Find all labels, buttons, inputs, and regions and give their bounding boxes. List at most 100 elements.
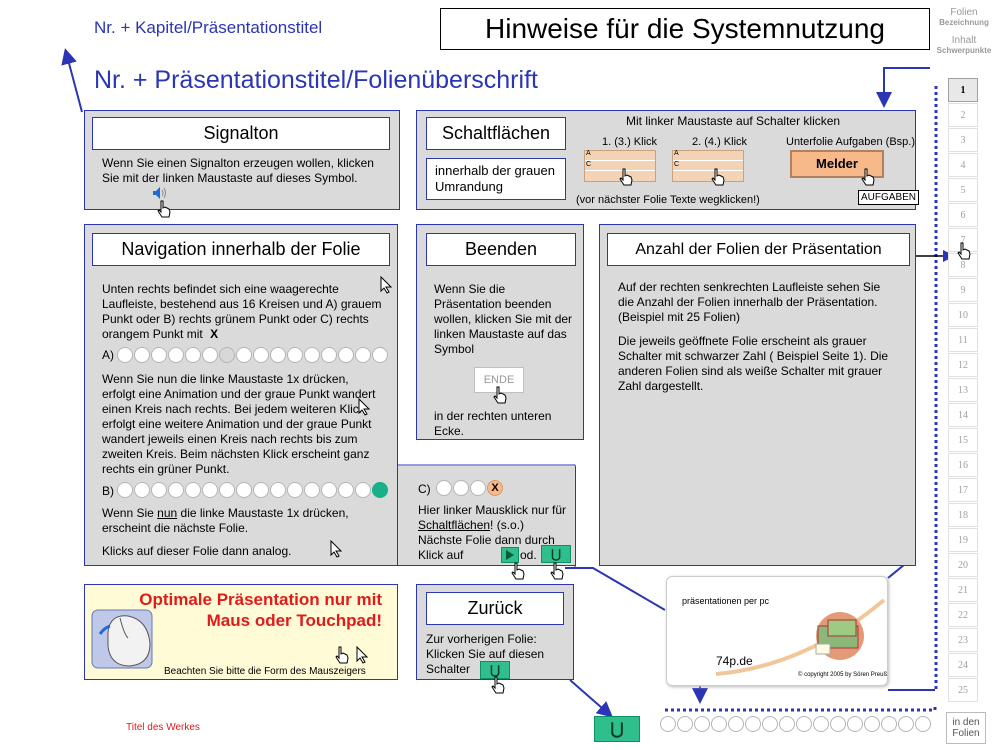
slide-button-19[interactable]: 19: [948, 528, 978, 552]
melder-label: Melder: [816, 156, 858, 171]
navigation-p3-nun: nun: [157, 506, 178, 520]
slide-button-2[interactable]: 2: [948, 103, 978, 127]
progress-circle: [253, 482, 269, 498]
slide-button-13[interactable]: 13: [948, 378, 978, 402]
bezeichnung-label: Bezeichnung: [939, 18, 989, 27]
navigation-p1-text: Unten rechts befindet sich eine waagerec…: [102, 282, 382, 341]
aufgaben-tooltip: AUFGABEN: [858, 190, 920, 205]
folien-bezeichnung-button[interactable]: Folien Bezeichnung: [934, 8, 994, 32]
example-button-1[interactable]: [584, 150, 656, 182]
hand-cursor-icon: [156, 200, 172, 218]
anzahl-p1: Auf der rechten senkrechten Laufleiste s…: [618, 280, 881, 324]
beenden-text: Wenn Sie die Präsentation beenden wollen…: [434, 282, 573, 356]
slide-button-21[interactable]: 21: [948, 578, 978, 602]
schwerpunkte-label: Schwerpunkte: [936, 46, 992, 55]
slide-button-11[interactable]: 11: [948, 328, 978, 352]
progress-circle: [134, 482, 150, 498]
speaker-icon[interactable]: [152, 186, 168, 200]
slide-button-18[interactable]: 18: [948, 503, 978, 527]
anzahl-title: Anzahl der Folien der Präsentation: [607, 233, 910, 266]
schaltflaechen-subtitle: innerhalb der grauen Umrandung: [426, 158, 566, 200]
slide-button-22[interactable]: 22: [948, 603, 978, 627]
c-text-2: ! (s.o.) Nächste Folie dann durch Klick …: [418, 518, 555, 562]
progress-circle: [202, 347, 218, 363]
slide-button-16[interactable]: 16: [948, 453, 978, 477]
slide-button-6[interactable]: 6: [948, 203, 978, 227]
slide-button-9[interactable]: 9: [948, 278, 978, 302]
progress-circle: [847, 716, 863, 732]
return-icon: ⋃: [490, 663, 500, 677]
bottom-return-button[interactable]: ⋃: [594, 716, 640, 742]
progress-circle: [796, 716, 812, 732]
progress-circle: [202, 482, 218, 498]
progress-circle: [117, 482, 133, 498]
play-button[interactable]: [501, 547, 519, 563]
slide-button-3[interactable]: 3: [948, 128, 978, 152]
main-title: Hinweise für die Systemnutzung: [440, 8, 930, 50]
arrow-cursor-icon: [358, 397, 372, 416]
progress-circle: [185, 347, 201, 363]
navigation-p3-post: die linke Maustaste 1x drücken, erschein…: [102, 506, 349, 535]
progress-circle: [355, 347, 371, 363]
slide-button-23[interactable]: 23: [948, 628, 978, 652]
progress-circle: [253, 347, 269, 363]
beenden-title: Beenden: [426, 233, 576, 266]
logo-brand: 74p.de: [716, 654, 753, 668]
progress-circle: [134, 347, 150, 363]
progress-circle: [830, 716, 846, 732]
slide-button-15[interactable]: 15: [948, 428, 978, 452]
unterfolie-label: Unterfolie Aufgaben (Bsp.): [786, 136, 916, 148]
c-text-1: Hier linker Mausklick nur für: [418, 503, 567, 517]
signalton-title: Signalton: [92, 117, 390, 150]
progress-row-b: [117, 482, 389, 498]
c-text-link: Schaltflächen: [418, 518, 491, 532]
zurueck-text: Zur vorherigen Folie: Klicken Sie auf di…: [426, 632, 545, 676]
progress-circle: [915, 716, 931, 732]
hand-cursor-icon: [492, 386, 508, 404]
return-icon: ⋃: [551, 547, 561, 561]
progress-circle: [219, 482, 235, 498]
arrow-cursor-icon: [356, 645, 370, 664]
slide-button-5[interactable]: 5: [948, 178, 978, 202]
signalton-text: Wenn Sie einen Signalton erzeugen wollen…: [102, 156, 374, 185]
mini-label-c1: C: [586, 161, 592, 168]
anzahl-p2: Die jeweils geöffnete Folie erscheint al…: [618, 334, 889, 393]
bottom-progress-bar[interactable]: [660, 716, 932, 732]
navigation-panel: [84, 224, 398, 566]
navigation-p1: Unten rechts befindet sich eine waagerec…: [102, 282, 382, 342]
slide-button-10[interactable]: 10: [948, 303, 978, 327]
progress-circle: [304, 482, 320, 498]
inhalt-schwerpunkte-button[interactable]: Inhalt Schwerpunkte: [934, 36, 994, 60]
melder-button[interactable]: Melder: [790, 150, 884, 178]
orange-x: X: [491, 482, 499, 494]
in-den-folien-button[interactable]: in den Folien: [946, 712, 986, 744]
progress-circle: [304, 347, 320, 363]
zurueck-title: Zurück: [426, 592, 564, 625]
hand-cursor-icon: [860, 168, 876, 186]
progress-circle: [355, 482, 371, 498]
progress-circle: [338, 482, 354, 498]
progress-circle: [151, 347, 167, 363]
hand-cursor-icon: [956, 242, 972, 260]
slide-button-4[interactable]: 4: [948, 153, 978, 177]
progress-circle: [864, 716, 880, 732]
progress-circle: [236, 347, 252, 363]
example-button-2[interactable]: [672, 150, 744, 182]
progress-circle: [270, 482, 286, 498]
optimal-caption: Beachten Sie bitte die Form des Mauszeig…: [164, 666, 366, 677]
slide-button-20[interactable]: 20: [948, 553, 978, 577]
progress-circle-green: [372, 482, 388, 498]
ende-label: ENDE: [483, 374, 515, 386]
navigation-p2: Wenn Sie nun die linke Maustaste 1x drüc…: [102, 372, 376, 476]
slide-button-24[interactable]: 24: [948, 653, 978, 677]
slide-button-1[interactable]: 1: [948, 78, 978, 102]
slide-button-17[interactable]: 17: [948, 478, 978, 502]
slide-button-25[interactable]: 25: [948, 678, 978, 702]
progress-circle: [677, 716, 693, 732]
slide-button-14[interactable]: 14: [948, 403, 978, 427]
click2-label: 2. (4.) Klick: [692, 136, 748, 148]
return-button[interactable]: ⋃: [541, 545, 571, 563]
mini-label-a1: A: [586, 150, 591, 157]
hand-cursor-icon: [510, 562, 526, 580]
slide-button-12[interactable]: 12: [948, 353, 978, 377]
